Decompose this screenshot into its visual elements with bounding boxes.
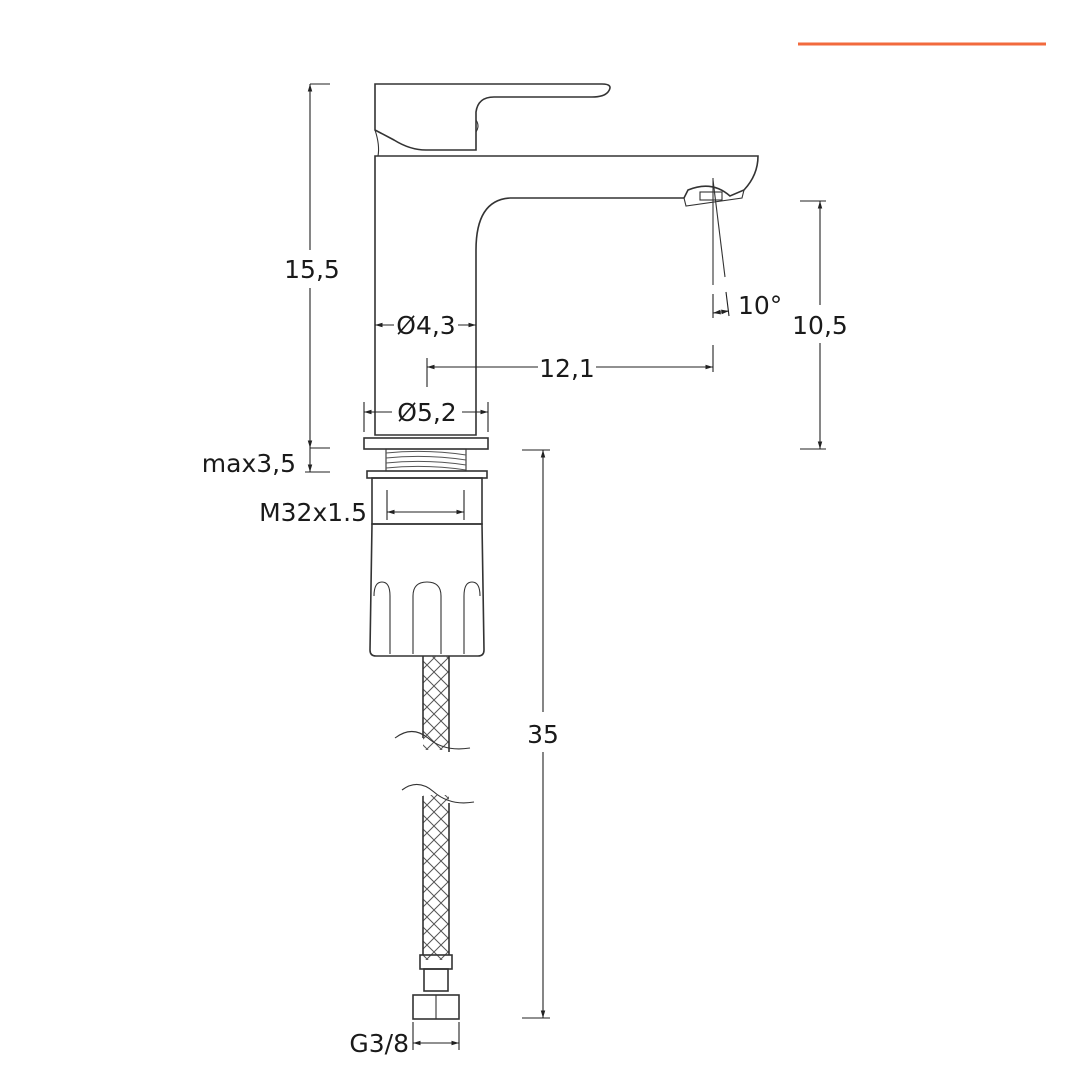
label-spout-height: 10,5	[792, 311, 848, 340]
dim-thread: M32x1.5	[259, 490, 465, 527]
dim-spout-angle: 10°	[712, 291, 782, 320]
label-total-height: 15,5	[284, 255, 340, 284]
faucet-handle	[374, 83, 611, 157]
supply-hose-lower	[401, 783, 475, 1020]
label-hose-connector: G3/8	[349, 1029, 409, 1058]
threaded-shank	[366, 448, 488, 479]
mounting-nut	[369, 477, 485, 657]
dim-spout-reach: 12,1	[426, 345, 714, 387]
label-mount-thickness: max3,5	[202, 449, 296, 478]
dim-hose-length: 35	[522, 449, 559, 1019]
dim-hose-connector: G3/8	[349, 1022, 460, 1058]
label-base-diameter: Ø5,2	[397, 398, 456, 427]
dim-base-diameter: Ø5,2	[363, 398, 489, 432]
label-spout-reach: 12,1	[539, 354, 595, 383]
dim-total-height: 15,5	[284, 83, 340, 449]
label-body-diameter: Ø4,3	[396, 311, 455, 340]
dim-body-diameter: Ø4,3	[375, 311, 476, 340]
supply-hose-upper	[394, 656, 471, 752]
label-hose-length: 35	[527, 720, 559, 749]
dim-mount-thickness: max3,5	[202, 448, 330, 478]
dim-spout-height: 10,5	[792, 200, 848, 450]
label-thread: M32x1.5	[259, 498, 367, 527]
faucet-base-flange	[363, 437, 489, 450]
faucet-body-and-spout	[374, 155, 759, 436]
label-spout-angle: 10°	[738, 291, 782, 320]
